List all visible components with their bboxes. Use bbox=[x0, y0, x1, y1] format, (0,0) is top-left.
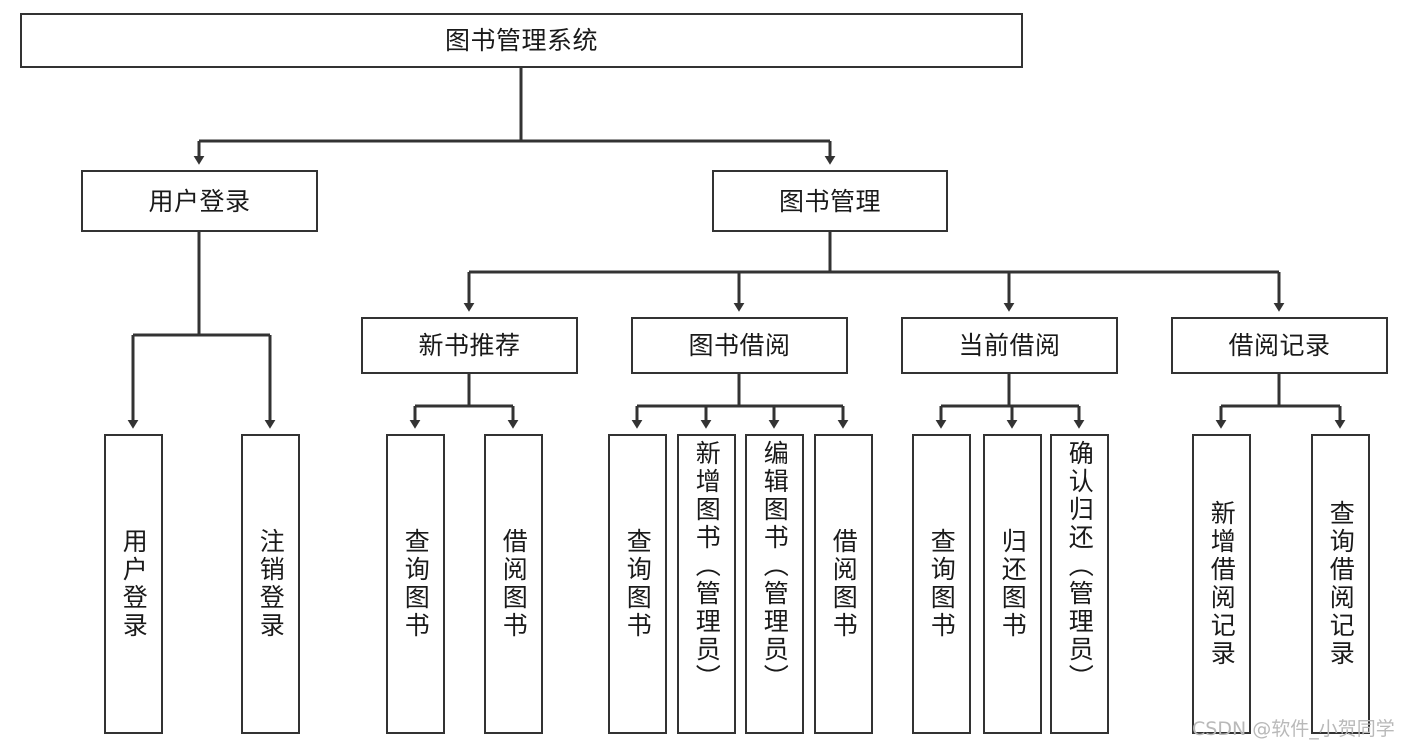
node-leaf-borrow-book-borrow[interactable]: 借阅图书 bbox=[814, 434, 873, 734]
node-leaf-return-book[interactable]: 归还图书 bbox=[983, 434, 1042, 734]
node-leaf-add-borrow-record[interactable]: 新增借阅记录 bbox=[1192, 434, 1251, 734]
node-user-login-label: 用户登录 bbox=[148, 186, 251, 216]
node-leaf-logout-label: 注销登录 bbox=[256, 528, 286, 640]
node-leaf-logout[interactable]: 注销登录 bbox=[241, 434, 300, 734]
node-leaf-query-borrow-record[interactable]: 查询借阅记录 bbox=[1311, 434, 1370, 734]
node-current-borrow[interactable]: 当前借阅 bbox=[901, 317, 1118, 374]
node-new-book-recommend[interactable]: 新书推荐 bbox=[361, 317, 578, 374]
node-leaf-query-book-borrow[interactable]: 查询图书 bbox=[608, 434, 667, 734]
node-leaf-return-book-label: 归还图书 bbox=[998, 528, 1028, 640]
node-borrow-record[interactable]: 借阅记录 bbox=[1171, 317, 1388, 374]
node-current-borrow-label: 当前借阅 bbox=[958, 331, 1061, 360]
node-leaf-add-book-admin[interactable]: 新增图书（管理员） bbox=[677, 434, 736, 734]
node-leaf-edit-book-admin-label: 编辑图书（管理员） bbox=[760, 440, 790, 692]
node-root[interactable]: 图书管理系统 bbox=[20, 13, 1023, 68]
node-leaf-add-book-admin-label: 新增图书（管理员） bbox=[692, 440, 722, 692]
node-leaf-confirm-return-admin[interactable]: 确认归还（管理员） bbox=[1050, 434, 1109, 734]
node-leaf-edit-book-admin[interactable]: 编辑图书（管理员） bbox=[745, 434, 804, 734]
node-leaf-query-book-current-label: 查询图书 bbox=[927, 528, 957, 640]
node-leaf-query-book-borrow-label: 查询图书 bbox=[623, 528, 653, 640]
node-leaf-add-borrow-record-label: 新增借阅记录 bbox=[1207, 500, 1237, 668]
node-root-label: 图书管理系统 bbox=[444, 26, 598, 55]
node-leaf-user-login[interactable]: 用户登录 bbox=[104, 434, 163, 734]
node-borrow-record-label: 借阅记录 bbox=[1228, 331, 1331, 360]
node-user-login[interactable]: 用户登录 bbox=[81, 170, 318, 232]
node-leaf-query-book-recommend[interactable]: 查询图书 bbox=[386, 434, 445, 734]
node-book-management[interactable]: 图书管理 bbox=[712, 170, 948, 232]
node-book-borrow[interactable]: 图书借阅 bbox=[631, 317, 848, 374]
watermark: CSDN @软件_小贺同学 bbox=[1192, 718, 1395, 740]
node-leaf-user-login-label: 用户登录 bbox=[119, 528, 149, 640]
node-new-book-recommend-label: 新书推荐 bbox=[418, 331, 521, 360]
node-book-management-label: 图书管理 bbox=[778, 186, 881, 216]
node-leaf-borrow-book-recommend-label: 借阅图书 bbox=[499, 528, 529, 640]
node-leaf-query-book-recommend-label: 查询图书 bbox=[401, 528, 431, 640]
node-leaf-borrow-book-recommend[interactable]: 借阅图书 bbox=[484, 434, 543, 734]
node-leaf-query-book-current[interactable]: 查询图书 bbox=[912, 434, 971, 734]
node-leaf-query-borrow-record-label: 查询借阅记录 bbox=[1326, 500, 1356, 668]
node-leaf-confirm-return-admin-label: 确认归还（管理员） bbox=[1065, 440, 1095, 692]
node-book-borrow-label: 图书借阅 bbox=[688, 331, 791, 360]
node-leaf-borrow-book-borrow-label: 借阅图书 bbox=[829, 528, 859, 640]
